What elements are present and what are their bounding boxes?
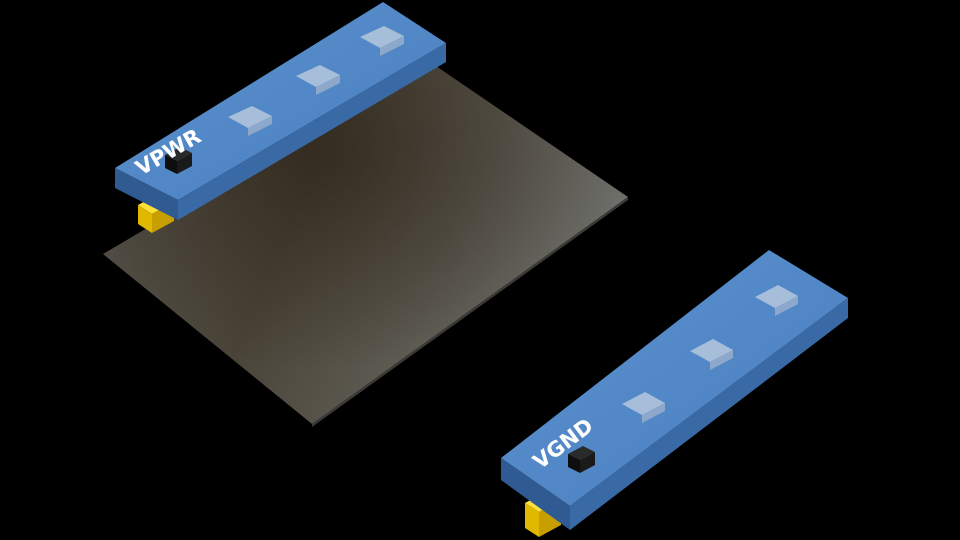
top-contact-2 — [296, 65, 340, 87]
bottom-rail-left-face — [501, 458, 570, 530]
top-pin-marker-icon — [165, 147, 192, 174]
top-contact-1 — [228, 106, 272, 128]
bottom-contact-1 — [622, 392, 665, 415]
bottom-pin-marker-icon — [568, 446, 595, 473]
top-contact-3 — [360, 26, 404, 48]
bottom-rail-top-face — [501, 250, 848, 506]
bottom-rail-front-face — [570, 298, 848, 530]
bottom-rail: VGND — [501, 250, 848, 537]
top-rail-top-face — [115, 2, 446, 200]
bottom-contact-2 — [690, 339, 733, 362]
bottom-contact-3 — [755, 285, 798, 308]
top-rail-left-face — [115, 168, 178, 220]
top-rail-front-face — [178, 43, 446, 220]
substrate-plane — [103, 62, 628, 427]
